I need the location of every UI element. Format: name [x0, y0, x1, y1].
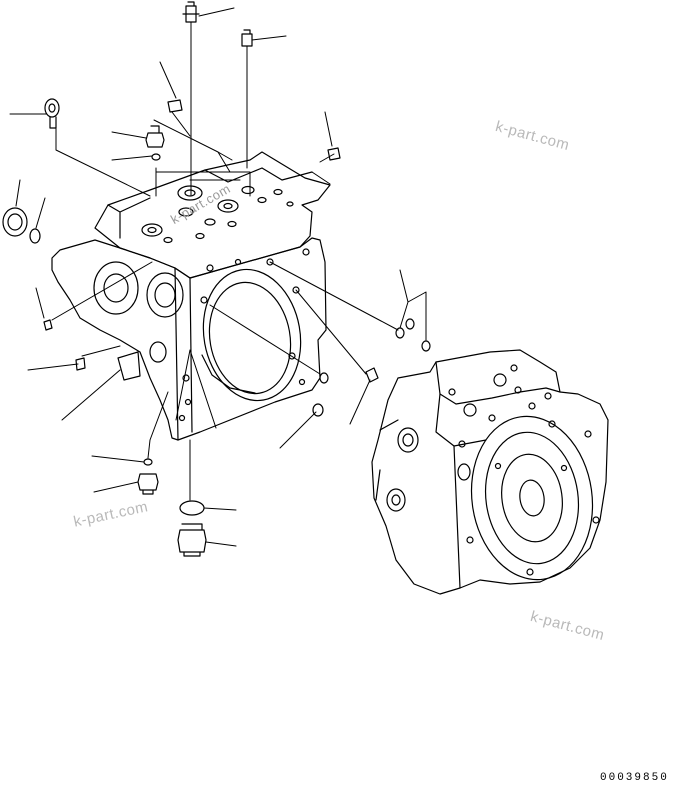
drawing-number: 00039850 — [600, 772, 669, 784]
pump-assembly-right — [371, 349, 609, 595]
leader-lines — [9, 7, 427, 547]
exploded-parts — [2, 1, 431, 557]
pump-case-left — [51, 151, 331, 441]
